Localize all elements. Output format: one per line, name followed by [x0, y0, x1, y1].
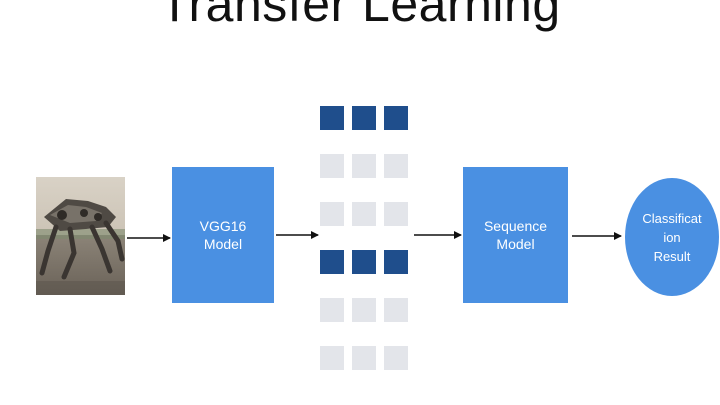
feature-cell-light [320, 346, 344, 370]
feature-cell-light [320, 298, 344, 322]
feature-grid [320, 106, 412, 370]
feature-cell-light [352, 202, 376, 226]
feature-cell-light [320, 202, 344, 226]
feature-cell-light [352, 346, 376, 370]
sequence-model-box: Sequence Model [463, 167, 568, 303]
result-line-2: ion [663, 229, 681, 245]
feature-cell-dark [320, 106, 344, 130]
result-line-3: Result [653, 248, 691, 264]
feature-cell-dark [352, 250, 376, 274]
vgg16-label: VGG16 [199, 218, 247, 234]
feature-cell-light [384, 298, 408, 322]
feature-cell-light [352, 154, 376, 178]
vgg16-model-box: VGG16 Model [172, 167, 274, 303]
vgg16-model-label: Model [203, 236, 243, 252]
feature-cell-light [384, 346, 408, 370]
feature-cell-light [384, 202, 408, 226]
feature-cell-dark [320, 250, 344, 274]
classification-result-node: Classificat ion Result [625, 178, 719, 296]
sequence-label: Sequence [483, 218, 548, 234]
feature-cell-light [384, 154, 408, 178]
feature-cell-dark [384, 250, 408, 274]
page-title: Transfer Learning [159, 0, 561, 32]
input-image [36, 177, 125, 295]
feature-cell-light [320, 154, 344, 178]
feature-cell-dark [352, 106, 376, 130]
robot-dog-photo-icon [36, 177, 125, 295]
feature-cell-dark [384, 106, 408, 130]
result-line-1: Classificat [642, 210, 702, 226]
sequence-model-label: Model [496, 236, 535, 252]
feature-cell-light [352, 298, 376, 322]
